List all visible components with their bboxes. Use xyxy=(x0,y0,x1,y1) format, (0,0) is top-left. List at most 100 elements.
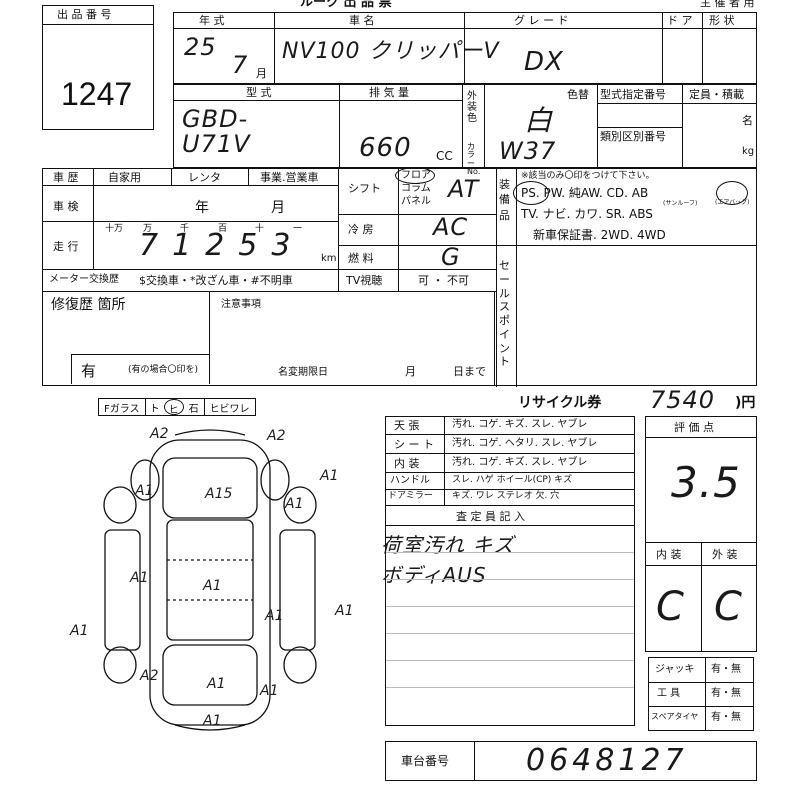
tool-value-tools: 有・無 xyxy=(711,688,741,699)
month-unit: 月 xyxy=(256,67,267,80)
mileage-value: 71253 xyxy=(139,228,305,263)
glass-label: Fガラス xyxy=(99,399,146,415)
meter-exchange-options: $交換車・*改ざん車・#不明車 xyxy=(139,274,293,287)
repair-label: 修復歴 箇所 xyxy=(51,297,126,313)
row-label-seat: シ ー ト xyxy=(394,438,434,451)
damage-mark: A1 xyxy=(264,608,283,624)
digit-label-100: 百 xyxy=(218,224,228,234)
km-unit: km xyxy=(321,253,337,264)
tv-options: 可 ・ 不可 xyxy=(418,274,469,287)
sales-point-label: セールスポイント xyxy=(499,259,510,369)
chassis-box: 車台番号 0648127 xyxy=(385,741,757,781)
cc-unit: CC xyxy=(436,149,453,163)
color-no-label: カラーNo. xyxy=(467,142,481,177)
color-no-value: W37 xyxy=(499,137,557,165)
row-label-handle: ハンドル xyxy=(390,475,430,486)
equipment-label: 装備品 xyxy=(499,178,510,222)
displacement-value: 660 xyxy=(359,133,412,163)
glass-opt-to: ト xyxy=(149,404,160,415)
lot-number-value: 1247 xyxy=(61,76,133,112)
tool-value-jack: 有・無 xyxy=(711,664,741,675)
tool-label-tools: 工 具 xyxy=(657,688,681,699)
history-option-business: 事業.営業車 xyxy=(260,171,319,184)
damage-mark: A2 xyxy=(266,428,286,444)
chassis-value: 0648127 xyxy=(526,743,688,778)
history-label: 車 歴 xyxy=(53,171,79,184)
shift-option-column: コラム xyxy=(401,183,431,194)
recycle-unit: )円 xyxy=(735,395,756,411)
damage-mark: A2 xyxy=(149,426,169,442)
tool-label-spare: スペアタイヤ xyxy=(651,712,699,721)
row-items-interior: 汚れ. コゲ. キズ. スレ. ヤブレ xyxy=(452,457,588,468)
exterior-grade-value: C xyxy=(714,584,743,630)
inspection-month-unit: 月 xyxy=(271,200,285,216)
vehicle-info-grid: 年 式 車 名 グ レ ー ド ド ア 形 状 25 7 月 NV100 クリッ… xyxy=(173,12,757,84)
model-grid: 型 式 排 気 量 外装色 色替 型式指定番号 定員・積載 類別区別番号 カラー… xyxy=(173,84,757,176)
displacement-label: 排 気 量 xyxy=(369,86,409,99)
digit-label-100k: 十万 xyxy=(105,224,124,234)
damage-mark: A1 xyxy=(129,570,148,586)
equipment-line1: PS. PW. 純AW. CD. AB xyxy=(521,186,649,200)
capacity-unit-person: 名 xyxy=(742,114,753,127)
fuel-label: 燃 料 xyxy=(348,252,374,265)
grade-label: グ レ ー ド xyxy=(514,14,569,27)
row-label-ceiling: 天 張 xyxy=(394,419,420,432)
car-rear xyxy=(162,644,258,706)
row-items-seat: 汚れ. コゲ. ヘタリ. スレ. ヤブレ xyxy=(452,438,598,449)
car-cabin xyxy=(166,519,254,641)
score-label: 評 価 点 xyxy=(674,421,714,434)
floor-circle xyxy=(395,167,435,184)
inspector-note-2: ボディAUS xyxy=(381,563,487,587)
glass-opt-crack: ヒビワレ xyxy=(209,404,250,415)
interior-condition-table: 天 張 汚れ. コゲ. キズ. スレ. ヤブレ シ ー ト 汚れ. コゲ. ヘタ… xyxy=(381,416,635,726)
damage-mark: A1 xyxy=(134,483,153,499)
equipment-line3: 新車保証書. 2WD. 4WD xyxy=(533,228,666,242)
glass-opt-hi: ヒ xyxy=(163,399,184,416)
capacity-label: 定員・積載 xyxy=(689,88,744,101)
damage-mark: A2 xyxy=(139,668,159,684)
name-change-month: 月 xyxy=(405,365,416,378)
row-items-mirror: キズ. ワレ ステレオ 欠. 穴 xyxy=(452,491,560,501)
inspector-note-1: 荷室汚れ キズ xyxy=(381,533,515,557)
grade-value: DX xyxy=(524,47,564,77)
ab-circle xyxy=(716,181,748,205)
year-label: 年 式 xyxy=(199,14,225,27)
recycle-value: 7540 xyxy=(650,386,716,414)
digit-label-1k: 千 xyxy=(180,224,190,234)
sunroof-note: (サンルーフ) xyxy=(663,200,698,207)
car-hood xyxy=(162,457,258,519)
repair-note: (有の場合〇印を) xyxy=(128,365,199,375)
row-items-ceiling: 汚れ. コゲ. キズ. スレ. ヤブレ xyxy=(452,419,588,430)
row-label-mirror: ドアミラー xyxy=(388,491,433,501)
model-value: GBD-U71V xyxy=(182,105,251,159)
shape-label: 形 状 xyxy=(709,14,735,27)
organizer-label: 主 催 者 用 xyxy=(700,0,755,9)
type-spec-label: 型式指定番号 xyxy=(600,88,666,101)
fuel-value: G xyxy=(441,243,461,271)
score-box: 評 価 点 3.5 内 装 外 装 C C xyxy=(645,416,757,652)
equipment-note: ※該当のみ〇印をつけて下さい。 xyxy=(521,171,655,181)
ac-value: AC xyxy=(433,213,469,241)
inspection-label: 車 検 xyxy=(53,200,79,213)
mileage-label: 走 行 xyxy=(53,240,79,253)
glass-opt-stone: 石 xyxy=(184,399,205,415)
form-title: ルーク 出 品 票 xyxy=(300,0,392,10)
equipment-line2: TV. ナビ. カワ. SR. ABS xyxy=(521,207,653,221)
ac-label: 冷 房 xyxy=(348,223,374,236)
shift-value: AT xyxy=(448,175,480,203)
year-value: 25 xyxy=(184,33,217,61)
right-side-panel xyxy=(279,529,316,651)
digit-label-10: 十 xyxy=(255,224,265,234)
damage-mark: A1 xyxy=(259,683,278,699)
car-body xyxy=(149,439,271,726)
damage-mark: A1 xyxy=(69,623,88,639)
chassis-label: 車台番号 xyxy=(401,754,450,768)
interior-grade-label: 内 装 xyxy=(656,548,682,561)
model-label: 型 式 xyxy=(246,86,272,99)
recycle-label: リサイクル券 xyxy=(518,395,602,411)
damage-mark: A1 xyxy=(202,713,221,729)
glass-row: Fガラス ト ヒ 石 ヒビワレ xyxy=(98,398,256,416)
inspector-label: 査 定 員 記 入 xyxy=(456,510,525,523)
class-label: 類別区別番号 xyxy=(600,130,666,143)
damage-mark: A15 xyxy=(204,486,232,502)
